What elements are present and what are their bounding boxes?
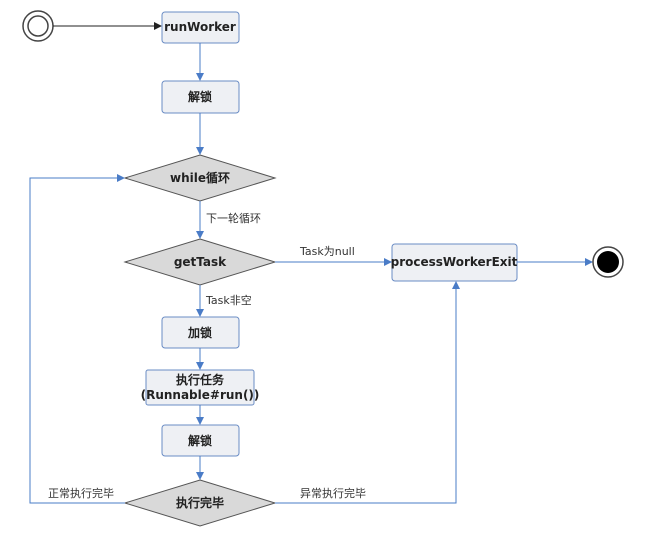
node-lock-label: 加锁 xyxy=(187,325,212,340)
edge-done-to-while xyxy=(29,174,125,504)
node-while-loop-label: while循环 xyxy=(170,170,230,185)
node-unlock-1: 解锁 xyxy=(161,80,240,114)
node-execute-task-label-2: (Runnable#run()) xyxy=(141,388,260,402)
node-get-task-label: getTask xyxy=(174,255,227,269)
node-process-worker-exit-label: processWorkerExit xyxy=(391,255,518,269)
node-while-loop: while循环 xyxy=(123,154,277,202)
node-execute-task: 执行任务 (Runnable#run()) xyxy=(141,369,260,406)
edge-label-abnormal-done: 异常执行完毕 xyxy=(300,486,366,500)
node-unlock-2-label: 解锁 xyxy=(188,433,212,448)
node-run-worker-label: runWorker xyxy=(164,20,236,34)
node-process-worker-exit: processWorkerExit xyxy=(391,243,518,282)
edge-label-task-null: Task为null xyxy=(299,245,355,258)
edge-label-normal-done: 正常执行完毕 xyxy=(48,486,114,500)
end-node xyxy=(592,246,624,278)
edge-label-task-not-empty: Task非空 xyxy=(205,293,252,307)
node-execute-task-label-1: 执行任务 xyxy=(176,372,225,387)
node-execute-done: 执行完毕 xyxy=(123,479,277,527)
node-execute-done-label: 执行完毕 xyxy=(176,495,224,510)
node-run-worker: runWorker xyxy=(161,11,240,44)
edge-label-next-loop: 下一轮循环 xyxy=(206,211,261,225)
node-unlock-1-label: 解锁 xyxy=(188,89,212,104)
node-unlock-2: 解锁 xyxy=(161,424,240,457)
start-node xyxy=(22,10,54,42)
node-get-task: getTask xyxy=(123,238,277,286)
edge-done-to-exit xyxy=(275,281,460,504)
node-lock: 加锁 xyxy=(161,316,240,349)
